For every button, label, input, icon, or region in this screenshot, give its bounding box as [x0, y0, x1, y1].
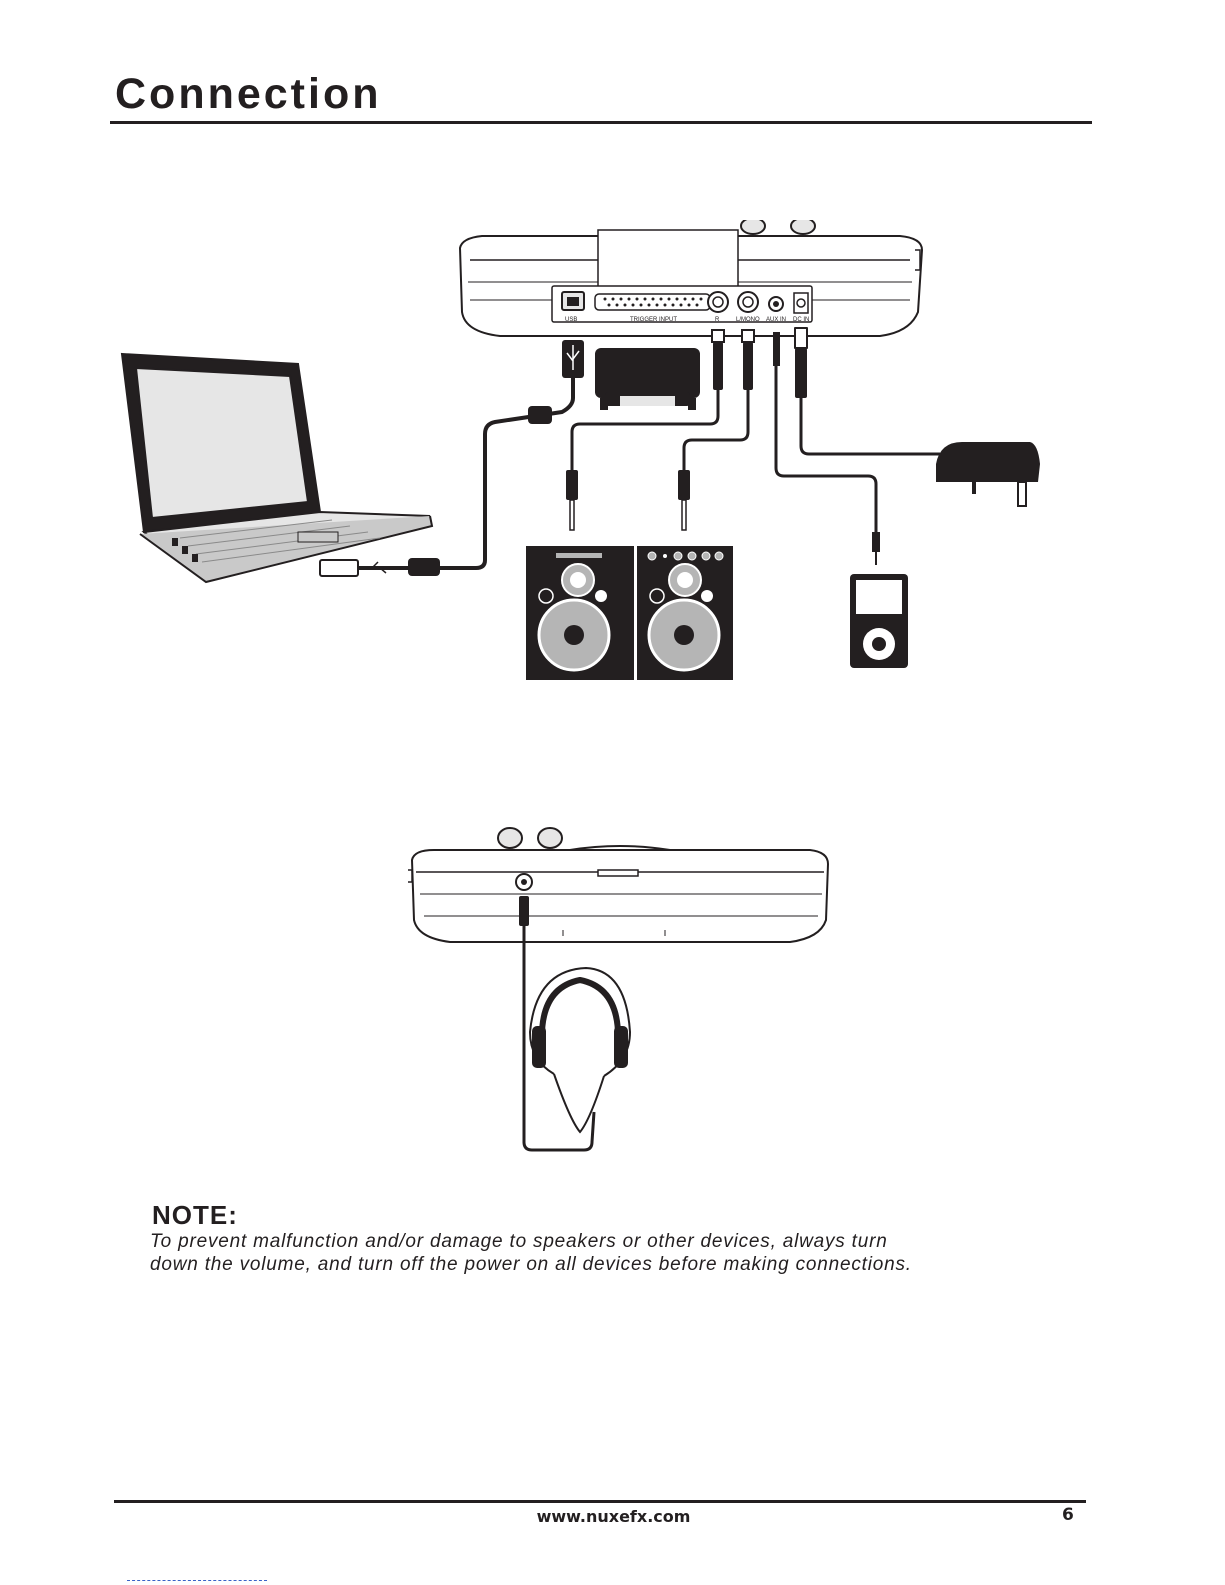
- r-output-label: R: [715, 317, 720, 323]
- note-heading: NOTE:: [152, 1200, 238, 1231]
- footer-url[interactable]: www.nuxefx.com: [0, 1507, 1225, 1526]
- power-adapter-icon: [936, 442, 1040, 506]
- headphone-connection-diagram: [390, 820, 850, 1165]
- rear-connection-diagram: USB TRIGGER INPUT R L/MONO AUX IN DC IN: [110, 220, 1090, 690]
- page-number: 6: [1062, 1505, 1074, 1525]
- laptop-icon: [122, 354, 432, 582]
- drum-module-front: [408, 828, 828, 942]
- aux-in-label: AUX IN: [766, 317, 786, 323]
- trigger-input-label: TRIGGER INPUT: [630, 317, 677, 323]
- dc-cable: [795, 328, 940, 454]
- page-edge-marker: [127, 1580, 267, 1581]
- footer-rule: [114, 1500, 1086, 1503]
- mp3-player-icon: [850, 574, 908, 668]
- note-line: To prevent malfunction and/or damage to …: [150, 1230, 1050, 1253]
- title-rule: [110, 121, 1092, 124]
- aux-cable: [773, 332, 880, 565]
- note-body: To prevent malfunction and/or damage to …: [150, 1230, 1050, 1276]
- page-title: Connection: [115, 70, 381, 119]
- usb-port-label: USB: [565, 317, 577, 323]
- dc-in-label: DC IN: [793, 317, 809, 323]
- speaker-icon: [526, 546, 634, 680]
- l-mono-output-label: L/MONO: [736, 317, 760, 323]
- usb-icon: [366, 562, 390, 573]
- trigger-connector: [595, 348, 700, 410]
- speaker-icon: [637, 546, 733, 680]
- headphones-icon: [530, 968, 630, 1132]
- note-line: down the volume, and turn off the power …: [150, 1253, 1050, 1276]
- footer-url-text[interactable]: www.nuxefx.com: [537, 1507, 691, 1526]
